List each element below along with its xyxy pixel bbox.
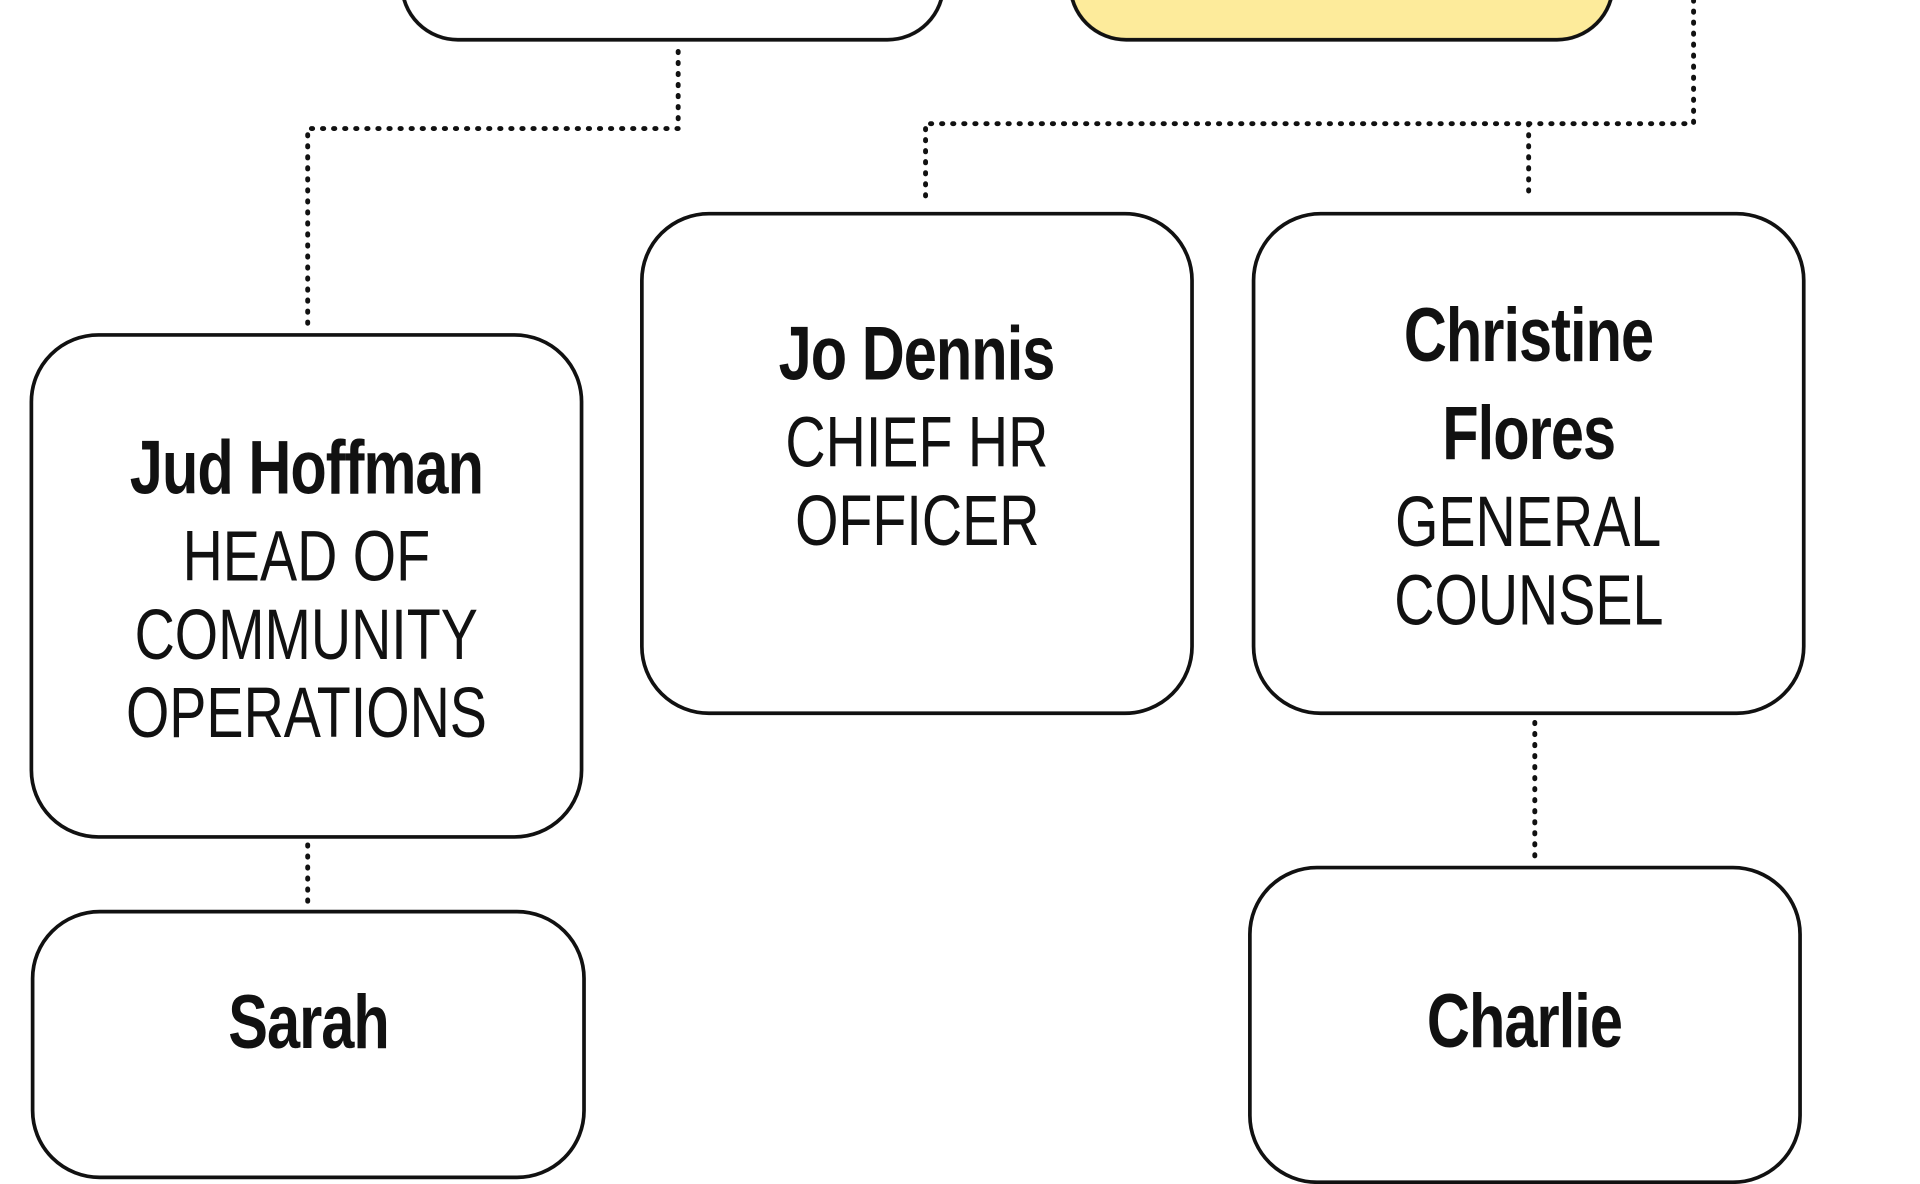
org-box-jo-dennis: Jo Dennis CHIEF HR OFFICER <box>640 211 1194 716</box>
person-title: GENERAL <box>1395 481 1662 562</box>
connector-left <box>305 48 681 331</box>
person-title: OPERATIONS <box>125 672 487 753</box>
org-chart: Jo Dennis CHIEF HR OFFICER Christine Flo… <box>29 0 1806 1184</box>
org-box-top-highlighted <box>1068 0 1615 42</box>
person-name: Flores <box>1442 391 1616 476</box>
connector-lines <box>305 0 1697 907</box>
person-name: Jo Dennis <box>779 311 1056 397</box>
person-title: OFFICER <box>794 480 1040 561</box>
org-box-top-left <box>400 0 946 42</box>
person-title: HEAD OF <box>182 516 431 596</box>
org-box-charlie: Charlie <box>1248 865 1802 1184</box>
person-name: Jud Hoffman <box>129 425 484 511</box>
connector-right <box>923 0 1697 209</box>
person-title: CHIEF HR <box>785 402 1049 482</box>
person-name: Sarah <box>227 980 390 1066</box>
person-title: COUNSEL <box>1394 560 1664 640</box>
person-name: Charlie <box>1427 979 1623 1065</box>
person-title: COMMUNITY <box>134 594 479 675</box>
org-box-christine-flores: Christine Flores GENERAL COUNSEL <box>1251 211 1806 716</box>
org-box-sarah: Sarah <box>30 909 586 1180</box>
person-name: Christine <box>1403 293 1654 378</box>
org-box-jud-hoffman: Jud Hoffman HEAD OF COMMUNITY OPERATIONS <box>29 333 584 839</box>
